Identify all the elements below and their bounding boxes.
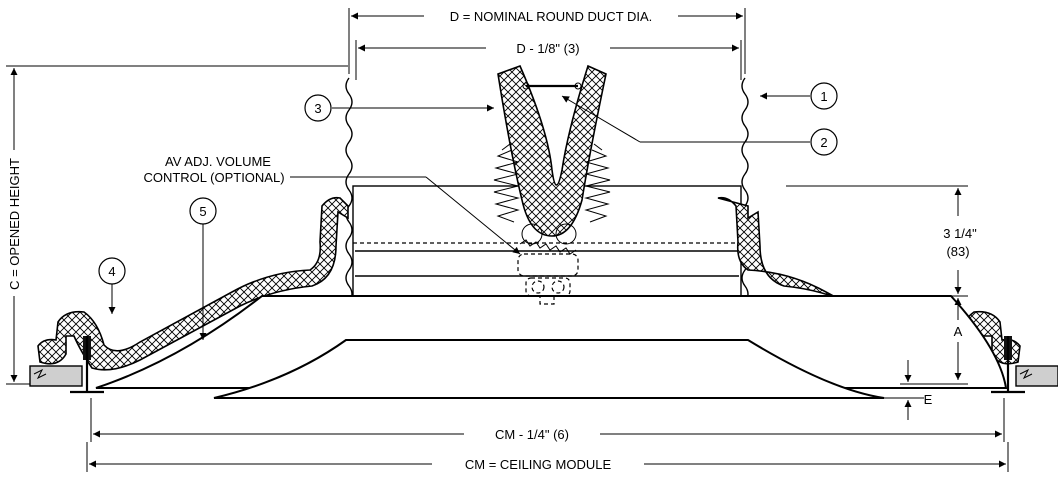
tee-bar-left (70, 336, 104, 394)
dim-opened-height (6, 65, 348, 385)
cm-inner-label: CM - 1/4" (6) (495, 427, 569, 442)
volume-control-mechanism (517, 223, 579, 305)
spring-right (584, 143, 611, 223)
ceiling-tile-left (29, 365, 83, 387)
av-callout-line1: AV ADJ. VOLUME (165, 154, 271, 169)
callout-1: 1 (760, 82, 838, 110)
inner-dia-label: D - 1/8" (3) (516, 41, 579, 56)
callout-3-number: 3 (314, 101, 321, 116)
callout-4-number: 4 (108, 264, 115, 279)
callout-5: 5 (189, 197, 217, 340)
duct-wall-left (345, 77, 353, 303)
a-label: A (954, 324, 963, 339)
callout-2-number: 2 (820, 135, 827, 150)
duct-dia-label: D = NOMINAL ROUND DUCT DIA. (450, 9, 653, 24)
dim-inner-dia (355, 40, 742, 80)
inner-disc (213, 339, 885, 399)
cm-label: CM = CEILING MODULE (465, 457, 612, 472)
dim-a (900, 298, 968, 385)
av-leader (290, 176, 521, 255)
callout-4: 4 (98, 257, 126, 314)
ceiling-tile-right (1015, 365, 1058, 387)
e-label: E (924, 392, 933, 407)
tee-bar-right (991, 336, 1025, 394)
callout-5-number: 5 (199, 204, 206, 219)
collar-height-label: 3 1/4" (943, 226, 977, 241)
dim-cm-inner (90, 398, 1005, 442)
center-bracket (497, 64, 607, 237)
dim-e (884, 360, 924, 420)
dim-duct-dia (348, 8, 746, 74)
dim-cm (86, 442, 1009, 472)
dim-collar-height (786, 185, 968, 297)
callout-3: 3 (304, 94, 494, 122)
av-callout-line2: CONTROL (OPTIONAL) (143, 170, 284, 185)
callout-1-number: 1 (820, 89, 827, 104)
opened-height-label: C = OPENED HEIGHT (7, 158, 22, 290)
spring-left (493, 143, 520, 223)
callout-2: 2 (561, 95, 838, 156)
collar-height-mm-label: (83) (946, 244, 969, 259)
